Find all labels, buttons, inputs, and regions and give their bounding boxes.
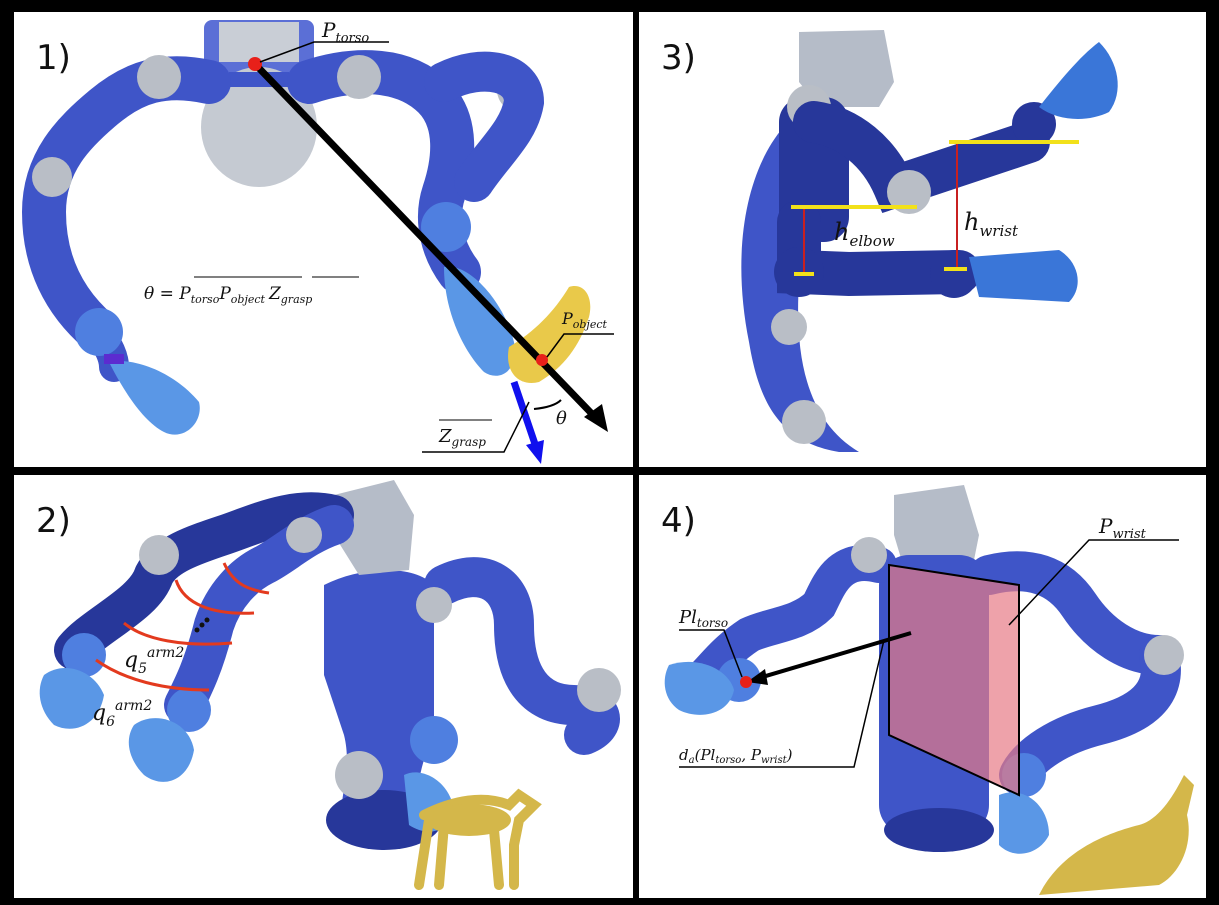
panel-3: helbow hwrist 3) <box>639 12 1206 467</box>
robot-side-arm <box>444 577 600 735</box>
h-elbow-label: helbow <box>834 218 895 250</box>
h-wrist-label: hwrist <box>964 208 1019 240</box>
joint-icon <box>139 535 179 575</box>
panel-1: Ptorso Pobject Zgrasp θ θ = PtorsoPobjec… <box>14 12 633 467</box>
horse-body <box>427 804 511 836</box>
p-torso-marker <box>248 57 262 71</box>
robot-left-hand <box>104 354 200 435</box>
horse-object <box>1039 775 1194 895</box>
robot-left-arm <box>44 78 209 367</box>
panel-number: 1) <box>36 38 71 78</box>
joint-icon <box>335 751 383 799</box>
robot-torso <box>201 20 317 187</box>
z-grasp-vector <box>514 382 536 447</box>
z-grasp-label: Zgrasp <box>438 426 486 449</box>
robot-right-hand <box>999 792 1049 853</box>
panel-number: 3) <box>661 38 696 78</box>
robot-right-forearm <box>1019 655 1161 775</box>
joint-icon <box>416 587 452 623</box>
robot-base <box>884 808 994 852</box>
d-a-label: da(Pltorso, Pwrist) <box>679 746 793 766</box>
pl-torso-marker <box>740 676 752 688</box>
panel-number: 2) <box>36 501 71 541</box>
arrow-head-icon <box>526 440 544 464</box>
joint-icon <box>75 308 123 356</box>
ellipsis-dot <box>195 628 200 633</box>
joint-icon <box>782 400 826 444</box>
joint-icon <box>1144 635 1184 675</box>
p-torso-label: Ptorso <box>321 18 369 46</box>
joint-icon <box>337 55 381 99</box>
panel-1-illustration: Ptorso Pobject Zgrasp θ θ = PtorsoPobjec… <box>14 12 633 467</box>
p-wrist-label: Pwrist <box>1098 514 1147 542</box>
joint-icon <box>137 55 181 99</box>
panel-4: Pltorso Pwrist da(Pltorso, Pwrist) 4) <box>639 475 1206 898</box>
panel-2: q5arm2 q6arm2 2) <box>14 475 633 898</box>
joint-icon <box>577 668 621 712</box>
joint-icon <box>286 517 322 553</box>
panel-2-illustration: q5arm2 q6arm2 <box>14 475 633 898</box>
panel-number: 4) <box>661 501 696 541</box>
pl-torso-label: Pltorso <box>678 607 728 630</box>
q5-label: q5arm2 <box>124 645 184 677</box>
robot-upper-hand <box>1039 42 1118 119</box>
panel-3-illustration: helbow hwrist <box>639 12 1206 467</box>
joint-icon <box>771 309 807 345</box>
p-object-marker <box>536 354 548 366</box>
panel-4-illustration: Pltorso Pwrist da(Pltorso, Pwrist) <box>639 475 1206 898</box>
ellipsis-dot <box>205 618 210 623</box>
joint-icon <box>410 716 458 764</box>
joint-icon <box>32 157 72 197</box>
joint-icon <box>851 537 887 573</box>
theta-label: θ <box>556 408 567 429</box>
robot-lower-hand <box>969 250 1078 302</box>
ellipsis-dot <box>200 623 205 628</box>
